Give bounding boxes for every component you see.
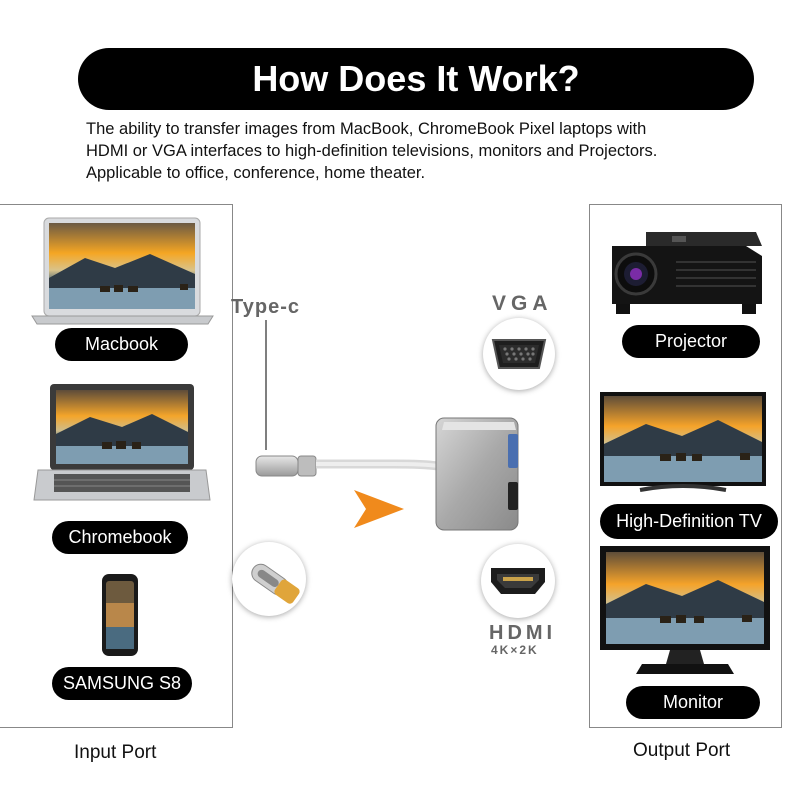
hdmi-port-closeup (481, 544, 555, 618)
tv-icon (600, 390, 766, 498)
type-c-pointer-line (265, 320, 267, 450)
output-port-caption: Output Port (633, 740, 731, 761)
projector-icon (606, 226, 766, 318)
device-label-text: Projector (654, 331, 728, 351)
hdmi-resolution-label: 4K×2K (491, 643, 539, 657)
input-port-caption: Input Port (74, 742, 157, 763)
laptop-icon (32, 382, 212, 506)
page-title: How Does It Work? (252, 58, 580, 99)
vga-port-closeup (483, 318, 555, 390)
device-label-text: Macbook (84, 334, 159, 354)
usb-c-plug-closeup (232, 542, 306, 616)
type-c-label: Type-c (231, 296, 300, 318)
description-line: HDMI or VGA interfaces to high-definitio… (86, 142, 658, 160)
monitor-icon (600, 546, 770, 678)
device-label-text: Monitor (662, 692, 724, 712)
laptop-icon (30, 216, 215, 326)
device-label-projector: Projector (622, 325, 760, 358)
hdmi-port-icon (491, 568, 545, 594)
device-label-monitor: Monitor (626, 686, 760, 719)
usb-c-adapter-icon (255, 417, 519, 531)
vga-label: VGA (492, 292, 553, 315)
device-label-hd-tv: High-Definition TV (600, 504, 778, 539)
device-label-text: High-Definition TV (616, 511, 762, 531)
vga-port-icon (491, 339, 547, 369)
device-label-text: Chromebook (68, 527, 172, 547)
hdmi-label: HDMI (489, 622, 557, 644)
usb-c-connector-icon (251, 563, 300, 604)
device-label-macbook: Macbook (55, 328, 188, 361)
arrow-right-icon (354, 490, 404, 528)
title-banner: How Does It Work? (78, 48, 754, 110)
description: The ability to transfer images from MacB… (86, 118, 786, 184)
smartphone-icon (101, 573, 139, 657)
description-line: The ability to transfer images from MacB… (86, 120, 647, 138)
device-label-samsung-s8: SAMSUNG S8 (52, 667, 192, 700)
device-label-text: SAMSUNG S8 (62, 673, 182, 693)
device-label-chromebook: Chromebook (52, 521, 188, 554)
description-line: Applicable to office, conference, home t… (86, 164, 426, 182)
